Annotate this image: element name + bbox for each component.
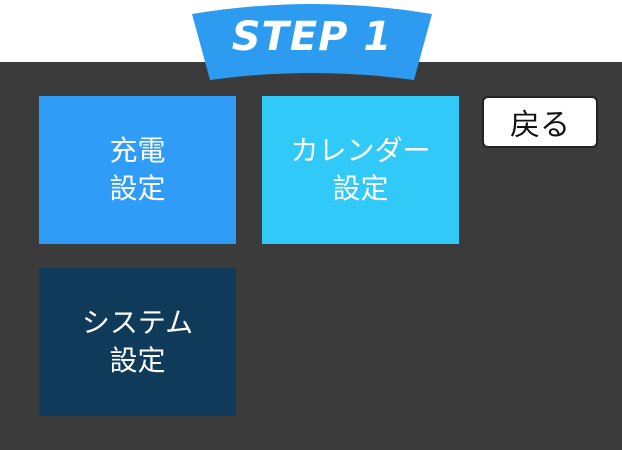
system-settings-tile[interactable]: システム 設定 xyxy=(39,268,236,416)
system-settings-line1: システム xyxy=(81,306,194,339)
charge-settings-line2: 設定 xyxy=(109,172,166,205)
step-label: STEP 1 xyxy=(231,14,393,60)
system-settings-line2: 設定 xyxy=(109,344,166,377)
charge-settings-line1: 充電 xyxy=(109,134,166,167)
calendar-settings-line2: 設定 xyxy=(332,172,389,205)
step-badge-shape xyxy=(192,4,432,80)
step-badge: STEP 1 xyxy=(186,0,438,86)
calendar-settings-line1: カレンダー xyxy=(290,134,431,167)
charge-settings-tile[interactable]: 充電 設定 xyxy=(39,96,236,244)
calendar-settings-tile[interactable]: カレンダー 設定 xyxy=(262,96,459,244)
back-button[interactable]: 戻る xyxy=(482,96,598,148)
